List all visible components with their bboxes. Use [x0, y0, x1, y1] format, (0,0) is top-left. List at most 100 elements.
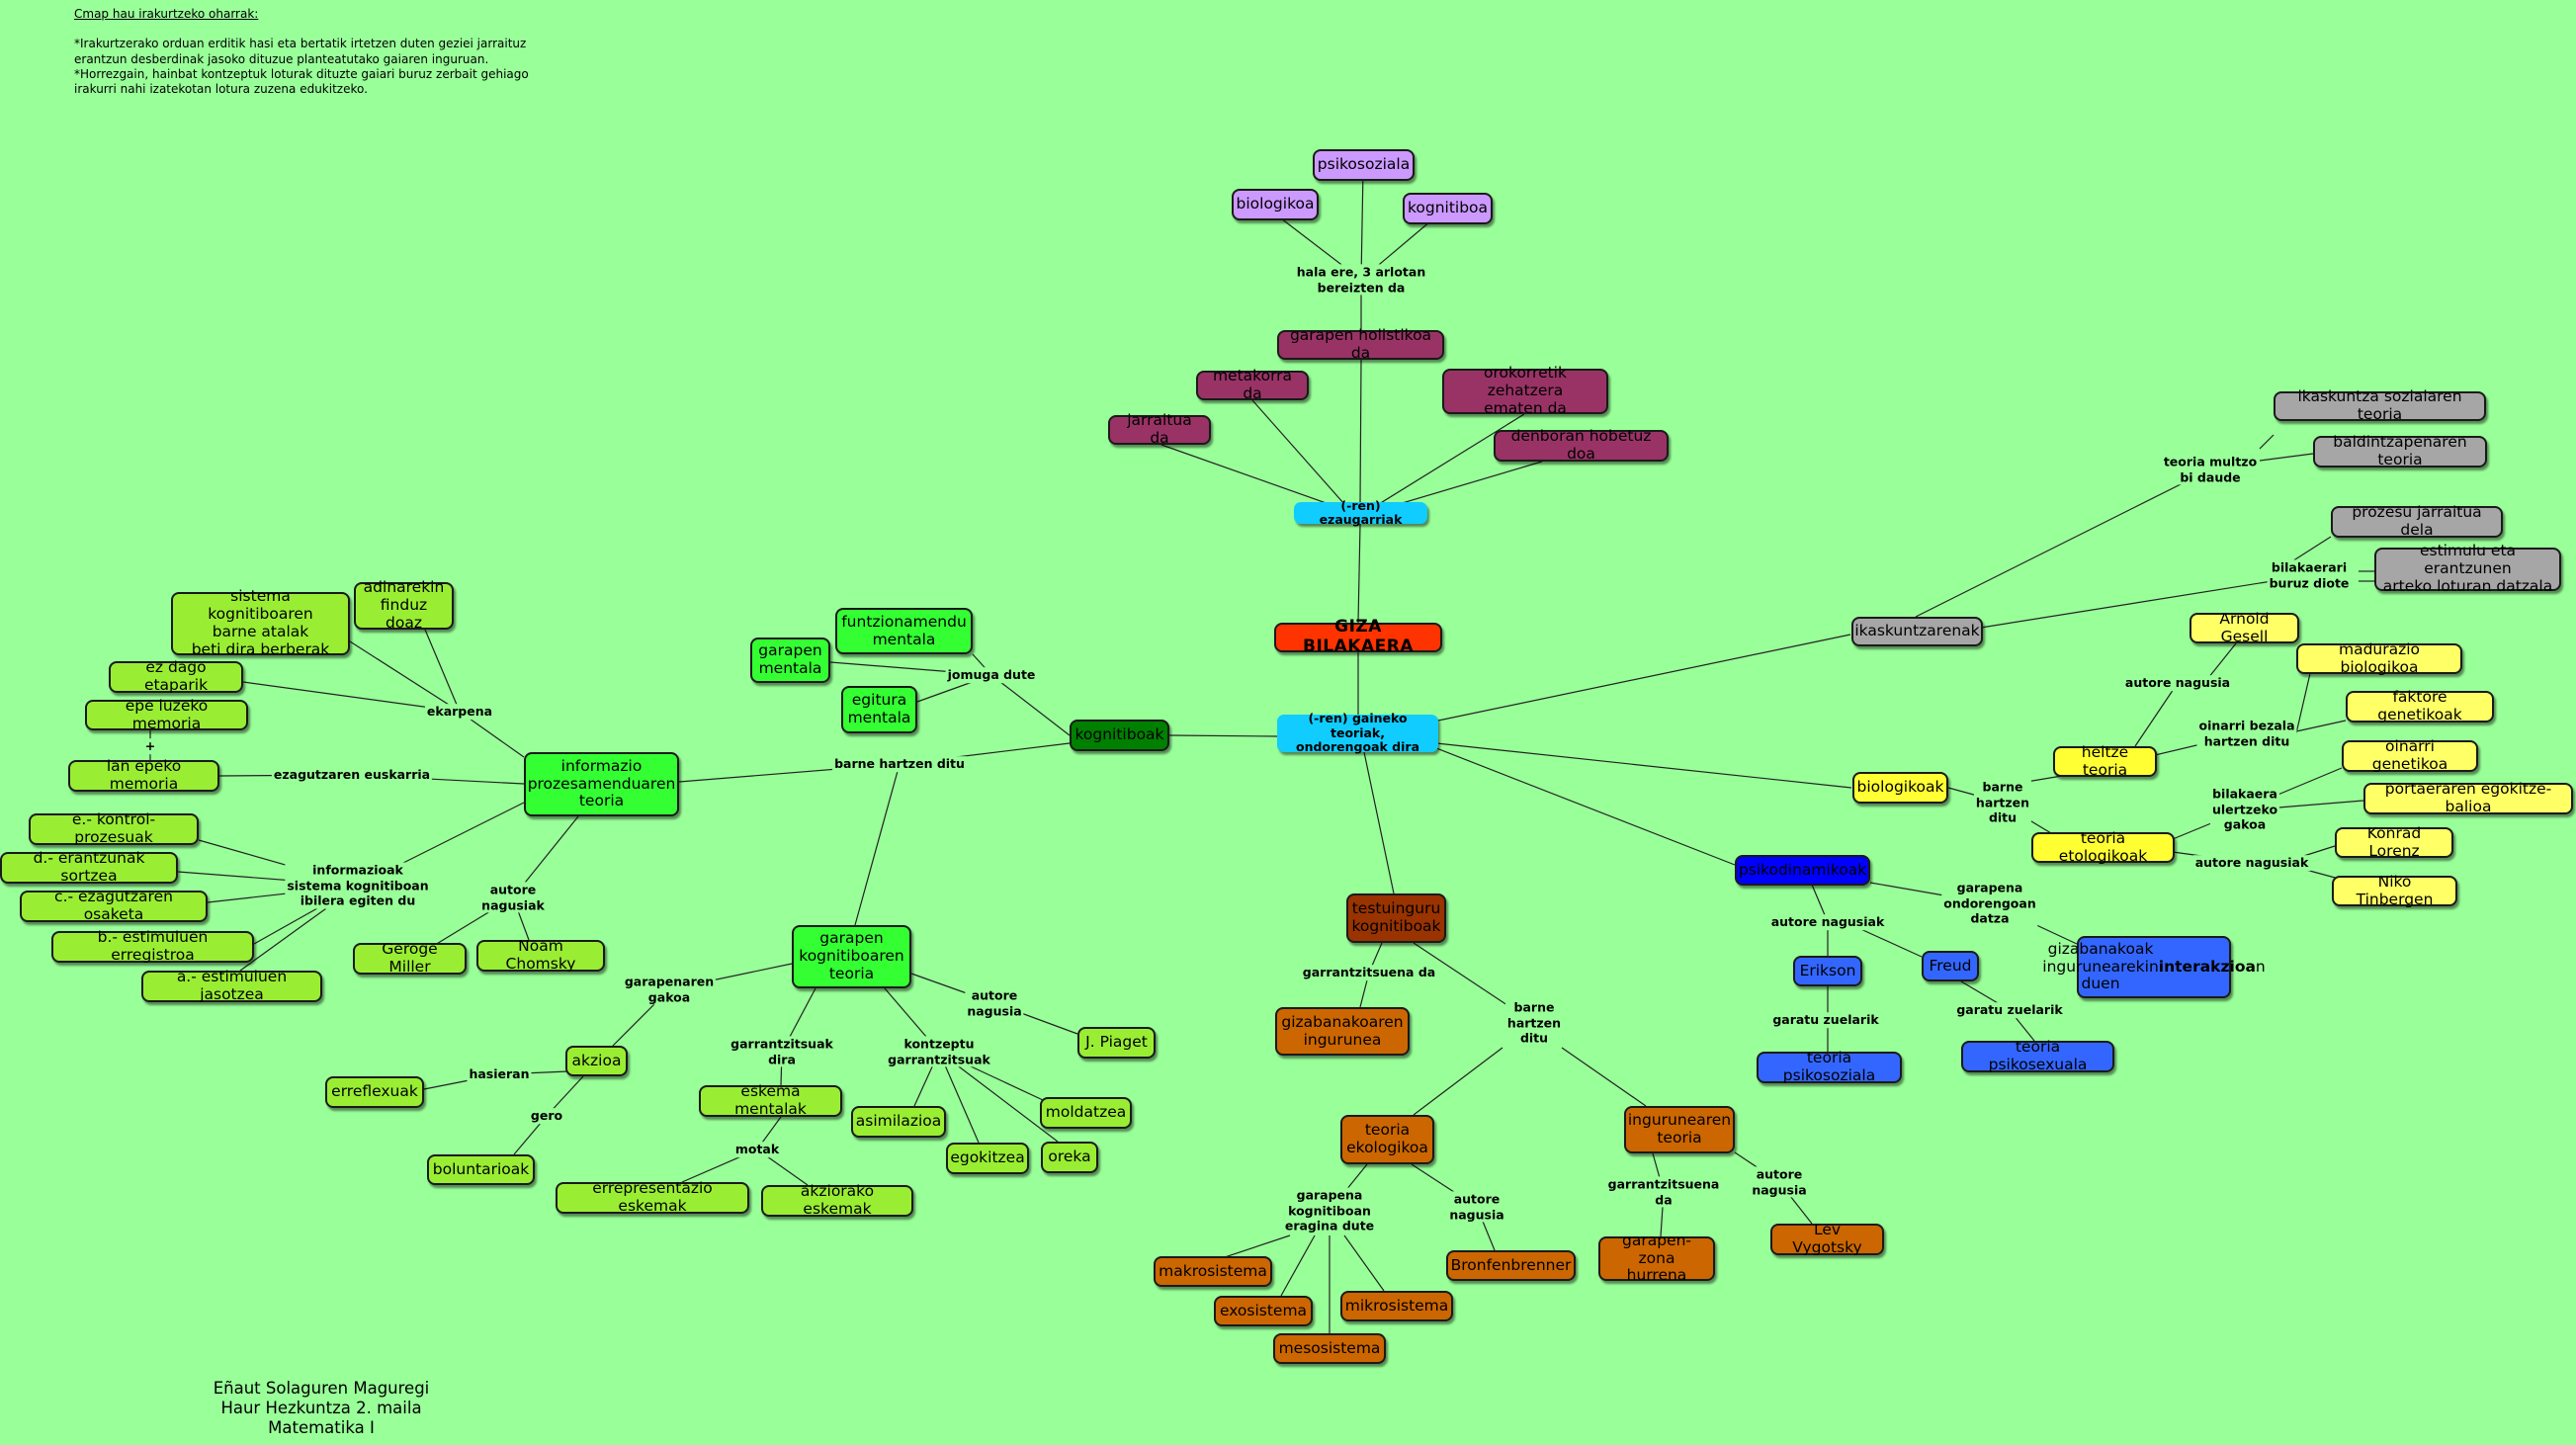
node-funtziona[interactable]: funtzionamendu mentala — [835, 608, 973, 654]
node-vygotsky[interactable]: Lev Vygotsky — [1770, 1221, 1884, 1256]
node-e-kontrol[interactable]: e.- kontrol-prozesuak — [29, 810, 199, 846]
connector-line — [1430, 745, 1736, 866]
node-akzioa[interactable]: akzioa — [565, 1046, 628, 1076]
node-garapen-mentala[interactable]: garapen mentala — [750, 638, 830, 683]
node-erikson[interactable]: Erikson — [1793, 956, 1862, 986]
connector-line — [1168, 734, 1278, 737]
node-egokitzea[interactable]: egokitzea — [946, 1143, 1029, 1174]
node-lorenz[interactable]: Konrad Lorenz — [2335, 824, 2453, 859]
node-makro[interactable]: makrosistema — [1154, 1256, 1272, 1287]
node-bronfen[interactable]: Bronfenbrenner — [1446, 1250, 1576, 1281]
node-lan-epeko[interactable]: lan epeko memoria — [68, 757, 219, 793]
node-exo[interactable]: exosistema — [1214, 1296, 1313, 1326]
node-gizab-ing[interactable]: gizabanakoaren ingurunea — [1275, 1007, 1410, 1056]
node-maduraz[interactable]: madurazio biologikoa — [2296, 640, 2462, 675]
node-tinbergen[interactable]: Niko Tinbergen — [2332, 873, 2457, 907]
node-biologikoa-top[interactable]: biologikoa — [1232, 189, 1319, 220]
link-label-garapena-eragina: garapena kognitiboan eragina dute — [1282, 1187, 1377, 1234]
link-label-garapenaren-gakoa: garapenaren gakoa — [622, 974, 717, 1005]
connector-line — [990, 674, 1071, 736]
connector-line — [2295, 720, 2347, 732]
node-biologikoak[interactable]: biologikoak — [1852, 772, 1948, 804]
link-label-autore-nagusia-bron: autore nagusia — [1447, 1191, 1506, 1223]
connector-line — [2134, 682, 2179, 747]
node-garapen-kog[interactable]: garapen kognitiboaren teoria — [792, 925, 911, 988]
node-moldatzea[interactable]: moldatzea — [1040, 1097, 1132, 1129]
link-label-autore-nagusia-vyg: autore nagusia — [1750, 1166, 1809, 1198]
node-gesell[interactable]: Arnold Gesell — [2190, 610, 2299, 644]
node-baldintza[interactable]: baldintzapenaren teoria — [2313, 433, 2487, 468]
node-erreflexuak[interactable]: erreflexuak — [325, 1076, 424, 1108]
connector-line — [1215, 1234, 1291, 1261]
node-boluntarioak[interactable]: boluntarioak — [427, 1154, 535, 1185]
node-epe-luze[interactable]: epe luzeko memoria — [85, 697, 248, 731]
node-giza-bilakaera[interactable]: GIZA BILAKAERA — [1274, 618, 1442, 656]
node-freud[interactable]: Freud — [1922, 951, 1979, 981]
link-label-garrantz-ing: garrantzitsuena da — [1605, 1176, 1722, 1208]
node-meso[interactable]: mesosistema — [1273, 1333, 1386, 1364]
node-garapen-zona[interactable]: garapen-zona hurrena — [1598, 1232, 1715, 1284]
node-testuinguru[interactable]: testuinguru kognitiboak — [1346, 893, 1446, 943]
link-label-autore-nagusia-gesell: autore nagusia — [2122, 675, 2233, 691]
node-ekologikoa[interactable]: teoria ekologikoa — [1340, 1115, 1434, 1164]
node-holistikoa[interactable]: garapen holistikoa da — [1277, 326, 1444, 362]
node-faktore[interactable]: faktore genetikoak — [2346, 688, 2494, 723]
node-chomsky[interactable]: Noam Chomsky — [476, 937, 605, 973]
node-informazio[interactable]: informazio prozesamenduaren teoria — [524, 752, 679, 816]
node-heltze[interactable]: heltze teoria — [2053, 743, 2157, 778]
node-psikodinamikoak[interactable]: psikodinamikoak — [1735, 855, 1870, 886]
node-psikosoziala-t[interactable]: teoria psikosoziala — [1757, 1049, 1902, 1084]
link-label-barne-bio: barne hartzen ditu — [1973, 779, 2032, 826]
node-adinarekin[interactable]: adinarekin finduz doaz — [354, 578, 454, 632]
node-prozesu[interactable]: prozesu jarraitua dela — [2331, 503, 2503, 539]
node-portaera[interactable]: portaeraren egokitze-balioa — [2363, 780, 2573, 815]
node-b-estim[interactable]: b.- estimuluen erregistroa — [51, 928, 254, 964]
node-orokorretik[interactable]: orokorretik zehatzera ematen da — [1442, 364, 1608, 417]
node-etologiko[interactable]: teoria etologikoak — [2031, 829, 2175, 864]
node-gizabanakoak[interactable]: gizabanakoak ingurunearekin duen interak… — [2042, 936, 2266, 998]
node-oinarri-gen[interactable]: oinarri genetikoa — [2342, 737, 2478, 773]
node-piaget[interactable]: J. Piaget — [1077, 1027, 1156, 1059]
connector-line — [1388, 461, 1543, 508]
node-oreka[interactable]: oreka — [1041, 1142, 1098, 1173]
connector-line — [1251, 399, 1345, 505]
node-mikro[interactable]: mikrosistema — [1340, 1291, 1453, 1321]
node-eskema-mentalak[interactable]: eskema mentalak — [699, 1082, 842, 1118]
node-metakorra[interactable]: metakorra da — [1196, 367, 1309, 402]
node-ingurunearen[interactable]: ingurunearen teoria — [1624, 1106, 1735, 1153]
node-psikosoziala[interactable]: psikosoziala — [1313, 149, 1415, 181]
node-asimilazioa[interactable]: asimilazioa — [851, 1106, 946, 1138]
connector-line — [242, 681, 461, 713]
node-jarraitua[interactable]: jarraitua da — [1108, 411, 1211, 447]
link-label-barne-kog: barne hartzen ditu — [832, 756, 967, 772]
node-miller[interactable]: Geroge Miller — [353, 940, 467, 976]
node-denboran[interactable]: denboran hobetuz doa — [1494, 427, 1669, 463]
node-a-estim[interactable]: a.- estimuluen jasotzea — [141, 968, 322, 1003]
node-psikosexuala-t[interactable]: teoria psikosexuala — [1961, 1038, 2114, 1073]
link-label-ekarpena: ekarpena — [424, 704, 495, 720]
node-ez-dago[interactable]: ez dago etaparik — [109, 658, 243, 694]
connector-line — [1915, 468, 2211, 618]
node-ik-sozial[interactable]: ikaskuntza sozialaren teoria — [2274, 387, 2486, 423]
node-c-ezag[interactable]: c.- ezagutzaren osaketa — [20, 888, 208, 923]
node-kognitiboa[interactable]: kognitiboa — [1403, 193, 1493, 224]
node-teoriak[interactable]: (-ren) gaineko teoriak, ondorengoak dira — [1277, 712, 1438, 754]
node-ezaugarriak[interactable]: (-ren) ezaugarriak — [1294, 498, 1427, 527]
node-ikaskuntzarenak[interactable]: ikaskuntzarenak — [1851, 617, 1983, 646]
node-akzio-esk[interactable]: akziorako eskemak — [761, 1182, 913, 1218]
node-errepres[interactable]: errepresentazio eskemak — [556, 1179, 749, 1215]
node-sistema-kog[interactable]: sistema kognitiboaren barne atalak beti … — [171, 587, 350, 658]
node-egitura[interactable]: egitura mentala — [841, 686, 917, 733]
node-estimulu[interactable]: estimulu eta erantzunen arteko loturan d… — [2374, 542, 2561, 595]
link-label-ezagutzaren: ezagutzaren euskarria — [271, 767, 433, 783]
connector-line — [1357, 523, 1361, 624]
link-label-barne-test: barne hartzen ditu — [1504, 999, 1564, 1047]
node-d-erantz[interactable]: d.- erantzunak sortzea — [0, 849, 178, 885]
link-label-plus: + — [142, 738, 158, 754]
reading-notes-text: *Irakurtzerako orduan erditik hasi eta b… — [74, 37, 529, 97]
reading-notes: Cmap hau irakurtzeko oharrak: *Irakurtze… — [74, 7, 529, 97]
link-label-kontzeptu: kontzeptu garrantzitsuak — [886, 1036, 992, 1067]
link-label-motak: motak — [732, 1142, 782, 1157]
node-kognitiboak[interactable]: kognitiboak — [1070, 720, 1169, 751]
